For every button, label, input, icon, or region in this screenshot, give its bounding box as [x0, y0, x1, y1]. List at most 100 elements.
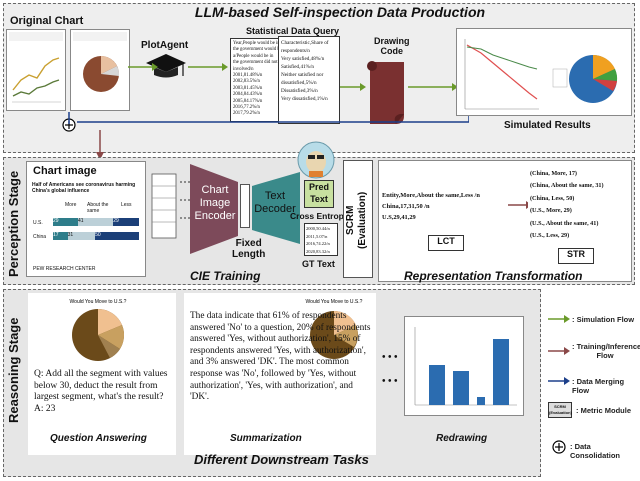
rep-transformation-label: Representation Transformation — [404, 269, 583, 283]
str-box: (China, More, 17) (China, About the same,… — [528, 166, 630, 246]
bar-china-same: 31 — [67, 232, 96, 240]
bar-china-more: 17 — [53, 232, 68, 240]
summary-pie-chart: Would You Move to U.S.? — [306, 299, 363, 359]
str-text-line: (China, Less, 50) — [530, 194, 575, 202]
bar-china: 17 31 50 — [53, 232, 139, 240]
query-table-left-line: 2003,81.45%/n — [233, 85, 263, 91]
row-china: China — [33, 234, 47, 240]
query-table-left-line: the government did not — [233, 60, 278, 66]
query-table-left-line: involved/n — [233, 66, 254, 72]
plotagent-label: PlotAgent — [141, 40, 189, 51]
pred-text-label: Pred Text — [308, 182, 329, 204]
query-table-left-line: Year,People would be in — [233, 41, 280, 46]
original-chart-label: Original Chart — [10, 15, 84, 27]
gt-text-line: 2016,74.22/n — [306, 241, 330, 246]
bar-us-same: 41 — [77, 218, 114, 226]
lct-text-line: China,17,31,50 /n — [382, 203, 430, 210]
cross-entropy-label: Cross Entropy — [290, 211, 349, 221]
bar-china-less: 50 — [95, 232, 139, 240]
lct-text-line: U.S,29,41,29 — [382, 214, 416, 221]
arrow-to-query — [188, 63, 228, 71]
fixed-length-label: Fixed Length — [232, 238, 266, 260]
lct-label-box: LCT — [428, 235, 464, 251]
redraw-card — [404, 316, 524, 416]
query-table-left-line: 2005,84.17%/n — [233, 98, 263, 104]
query-table-left-line: 2016,77.2%/n — [233, 105, 260, 111]
scrm-label: SCRM (Evaluation) — [345, 191, 368, 249]
top-title: LLM-based Self-inspection Data Productio… — [194, 4, 486, 20]
chart-footer: PEW RESEARCH CENTER — [33, 266, 96, 272]
legend-merging: : Data Merging Flow — [572, 377, 625, 395]
str-text-line: (China, More, 17) — [530, 170, 577, 177]
legend-metric: : Metric Module — [576, 406, 632, 415]
chart-image-encoder — [190, 164, 238, 254]
chart-image-card: Chart image Half of Americans see corona… — [26, 161, 146, 277]
legend-metric-box: SCRM (Evaluation) — [548, 402, 572, 418]
bar-us-more: 29 — [53, 218, 78, 226]
str-text-line: (U.S., More, 29) — [530, 207, 572, 215]
encoder-label: Chart Image Encoder — [194, 184, 236, 222]
lct-label-text: LCT — [437, 236, 455, 246]
gt-text-line: 2000,50.44/n — [306, 226, 330, 231]
legend-simulation: : Simulation Flow — [572, 315, 635, 324]
legend-simulation-arrow — [548, 315, 570, 323]
gt-text-label: GT Text — [302, 259, 335, 269]
str-label: STR — [567, 249, 585, 259]
summary-pie-title: Would You Move to U.S.? — [306, 299, 363, 305]
pred-text-box — [304, 180, 334, 208]
str-text-line: (U.S., Less, 29) — [530, 232, 570, 240]
query-table-left-line: 2001,81.48%/n — [233, 73, 263, 79]
query-table-left-line: the government would be — [233, 47, 282, 53]
redraw-label: Redrawing — [436, 433, 488, 444]
original-to-merge-line — [68, 112, 70, 124]
legend-consolidation-icon — [552, 440, 566, 454]
query-table-right-line: Very dissatisfied,1%/n — [281, 96, 328, 102]
arrow-to-plotagent — [128, 63, 158, 71]
query-table-right-line: Satisfied,41%/n — [281, 64, 314, 70]
query-table-right-line: respondents/n — [281, 48, 310, 54]
ellipsis-2: • • • — [382, 376, 398, 387]
perception-stage-label: Perception Stage — [6, 170, 21, 278]
summary-label: Summarization — [230, 433, 302, 444]
reasoning-stage-label: Reasoning Stage — [6, 317, 21, 423]
legend-training: : Training/Inference Flow — [572, 342, 640, 360]
gt-text-line: 2020,83.32/n — [306, 248, 330, 254]
pie-chart-thumb — [73, 32, 127, 92]
arrow-to-code — [340, 83, 366, 91]
fixed-length-block — [240, 184, 250, 228]
stat-query-label: Statistical Data Query — [246, 26, 340, 36]
summary-text: The data indicate that 61% of respondent… — [190, 311, 371, 403]
llm-avatar-icon — [297, 141, 335, 179]
query-table-right-line: Characteristic,Share of — [281, 40, 329, 46]
chart-headline: Half of Americans see coronavirus harmin… — [32, 182, 136, 194]
ellipsis-1: • • • — [382, 352, 398, 363]
query-table-left-line: 2017,79.2%/n — [233, 111, 260, 117]
chart-image-title: Chart image — [33, 165, 97, 177]
query-table-right-line: Very satisfied,48%/n — [281, 56, 325, 62]
legend-consolidation: : Data Consolidation — [570, 442, 620, 460]
row-us: U.S. — [33, 220, 43, 226]
query-table-right-line: Neither satisfied nor — [281, 72, 324, 78]
col-about: About the same — [87, 202, 109, 214]
qa-text: Q: Add all the segment with values below… — [34, 369, 168, 414]
cie-training-label: CIE Training — [190, 269, 261, 283]
qa-label: Question Answering — [50, 433, 147, 444]
gt-text-box: 2000,50.44/n 2011,5.07/n 2016,74.22/n 2020,… — [304, 223, 338, 256]
str-text-line: (China, About the same, 31) — [530, 182, 604, 190]
str-text-line: (U.S., About the same, 41) — [530, 219, 599, 227]
patch-grid — [151, 173, 177, 239]
simulated-charts — [464, 39, 618, 110]
qa-pie-chart: Would You Move to U.S.? — [70, 299, 127, 361]
gt-text-line: 2011,5.07/n — [306, 233, 328, 239]
str-label-box: STR — [558, 248, 594, 264]
query-table-left-line: 2004,84.43%/n — [233, 92, 263, 98]
legend-training-arrow — [548, 347, 570, 355]
str-text: (China, More, 17) (China, About the same,… — [530, 168, 628, 242]
scrm-block — [343, 160, 373, 278]
redraw-bar-chart — [414, 327, 517, 406]
line-chart-thumb — [9, 32, 63, 103]
bar-us: 29 41 29 — [53, 218, 139, 226]
query-table-right-line: Dissatisfied,3%/n — [281, 88, 318, 94]
